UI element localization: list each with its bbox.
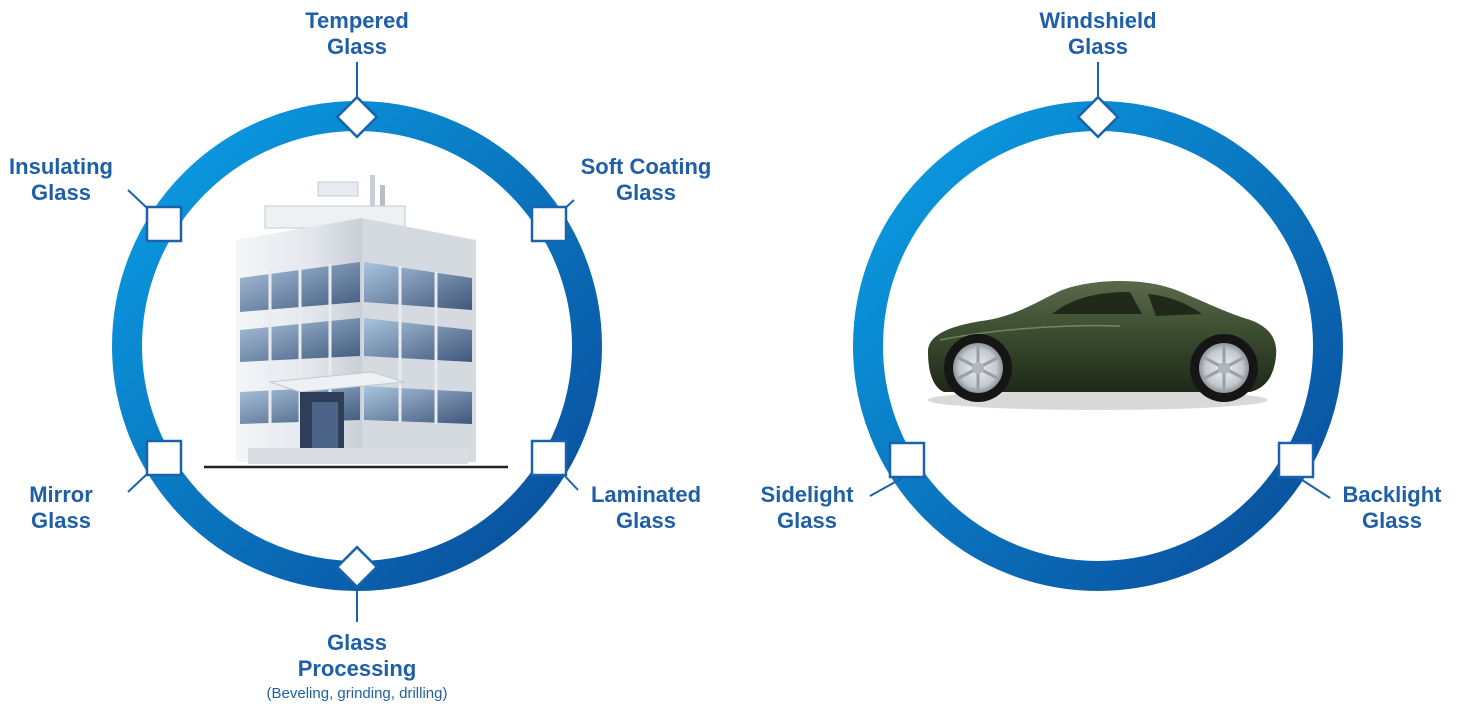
label-processing-note: (Beveling, grinding, drilling): [266, 685, 448, 702]
marker-processing-diamond[interactable]: [335, 545, 379, 589]
marker-laminated-square[interactable]: [530, 439, 568, 477]
marker-mirror-square[interactable]: [145, 439, 183, 477]
label-windshield-line2: Glass: [1068, 34, 1128, 59]
sports-car-image: [928, 280, 1277, 410]
label-laminated-line2: Glass: [616, 508, 676, 533]
label-soft-coating-line1: Soft Coating: [580, 154, 712, 179]
label-processing-line2: Processing: [297, 656, 417, 681]
label-insulating-line1: Insulating: [9, 154, 113, 179]
label-mirror-glass: Mirror Glass: [29, 482, 93, 534]
label-sidelight-glass: Sidelight Glass: [761, 482, 854, 534]
label-windshield-glass: Windshield Glass: [1039, 8, 1156, 60]
marker-soft-coating-square[interactable]: [530, 205, 568, 243]
label-mirror-line1: Mirror: [29, 482, 93, 507]
marker-tempered-diamond[interactable]: [335, 95, 379, 139]
label-tempered-line2: Glass: [327, 34, 387, 59]
label-processing-line1: Glass: [327, 630, 387, 655]
label-backlight-line2: Glass: [1362, 508, 1422, 533]
label-tempered-glass: Tempered Glass: [305, 8, 409, 60]
label-insulating-line2: Glass: [31, 180, 91, 205]
label-soft-coating-glass: Soft Coating Glass: [581, 154, 712, 206]
label-soft-coating-line2: Glass: [616, 180, 676, 205]
label-glass-processing: Glass Processing: [298, 630, 417, 682]
car-connectors: [869, 62, 1331, 499]
label-windshield-line1: Windshield: [1039, 8, 1157, 33]
label-sidelight-line2: Glass: [777, 508, 837, 533]
office-building-image: [204, 175, 508, 469]
label-tempered-line1: Tempered: [305, 8, 409, 33]
marker-backlight-square[interactable]: [1277, 441, 1315, 479]
label-sidelight-line1: Sidelight: [760, 482, 854, 507]
label-laminated-glass: Laminated Glass: [591, 482, 701, 534]
marker-sidelight-square[interactable]: [888, 441, 926, 479]
label-laminated-line1: Laminated: [590, 482, 702, 507]
label-backlight-line1: Backlight: [1342, 482, 1442, 507]
label-insulating-glass: Insulating Glass: [9, 154, 113, 206]
label-backlight-glass: Backlight Glass: [1342, 482, 1441, 534]
marker-insulating-square[interactable]: [145, 205, 183, 243]
marker-windshield-diamond[interactable]: [1076, 95, 1120, 139]
label-mirror-line2: Glass: [31, 508, 91, 533]
